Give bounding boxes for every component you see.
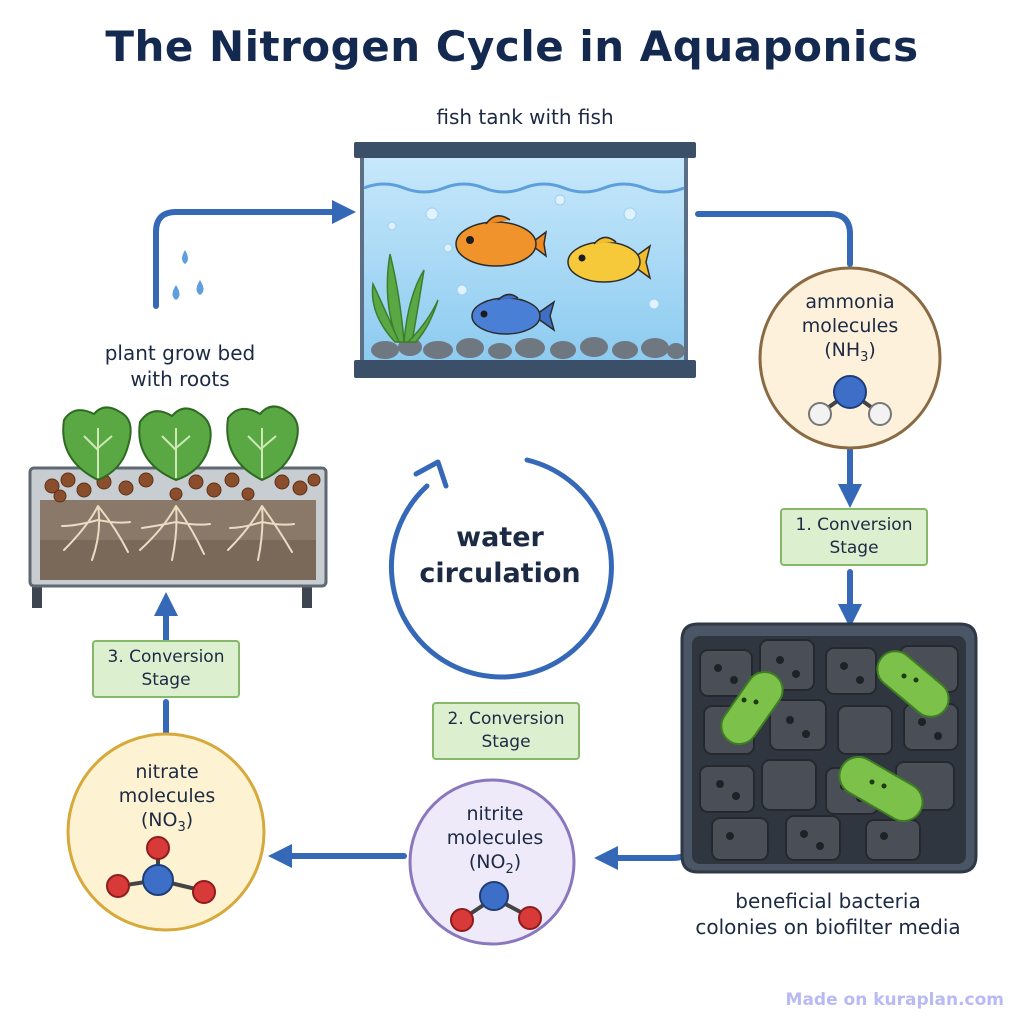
biofilter-line2: colonies on biofilter media <box>695 915 961 939</box>
hydrogen-atom-icon <box>868 402 892 426</box>
oxygen-atom-icon <box>106 874 130 898</box>
arrow-biofilter-to-nitrite <box>594 839 695 870</box>
arrow-growbed-to-tank <box>153 200 356 309</box>
biofilter-label: beneficial bacteria colonies on biofilte… <box>668 888 988 940</box>
stage2-line1: 2. Conversion <box>447 709 565 729</box>
ammonia-node <box>758 266 942 450</box>
nitrate-line1: nitrate <box>135 761 199 783</box>
ammonia-label: ammonia molecules (NH3) <box>770 290 930 370</box>
oxygen-atom-icon <box>450 908 474 932</box>
stage2-box: 2. Conversion Stage <box>432 702 580 760</box>
nitrite-line2: molecules <box>446 827 544 849</box>
stage1-line2: Stage <box>829 538 879 558</box>
plant-grow-bed-icon <box>28 405 328 608</box>
center-line1: water <box>456 522 544 553</box>
nitrate-label: nitrate molecules (NO3) <box>92 760 242 840</box>
center-line2: circulation <box>419 558 581 589</box>
nitrogen-atom-icon <box>479 881 509 911</box>
stage2-line2: Stage <box>481 732 531 752</box>
stage1-line1: 1. Conversion <box>795 515 913 535</box>
stage3-line1: 3. Conversion <box>107 647 225 667</box>
stage3-box: 3. Conversion Stage <box>92 640 240 698</box>
nitrite-formula: (NO2) <box>468 851 522 877</box>
nitrate-formula: (NO3) <box>140 809 194 835</box>
stage3-line2: Stage <box>141 670 191 690</box>
fish-tank-label: fish tank with fish <box>436 105 614 129</box>
arrow-tank-to-ammonia <box>695 211 853 267</box>
nitrate-line2: molecules <box>118 785 216 807</box>
water-circulation-icon <box>389 457 614 680</box>
oxygen-atom-icon <box>146 836 170 860</box>
grow-bed-line1: plant grow bed <box>104 341 256 365</box>
watermark: Made on kuraplan.com <box>785 990 1004 1010</box>
nitrite-label: nitrite molecules (NO2) <box>420 802 570 882</box>
bacteria-icon <box>720 650 950 822</box>
ammonia-line2: molecules <box>801 315 899 337</box>
blue-fish-icon <box>471 293 556 335</box>
nitrogen-atom-icon <box>142 864 174 896</box>
ammonia-line1: ammonia <box>805 291 895 313</box>
hydrogen-atom-icon <box>808 402 832 426</box>
biofilter-media-icon <box>680 622 978 874</box>
nitrite-line1: nitrite <box>466 803 524 825</box>
oxygen-atom-icon <box>518 906 542 930</box>
grow-bed-line2: with roots <box>130 367 230 391</box>
grow-bed-label: plant grow bed with roots <box>60 340 300 392</box>
yellow-fish-icon <box>567 236 652 283</box>
oxygen-atom-icon <box>192 880 216 904</box>
stage1-box: 1. Conversion Stage <box>780 508 928 566</box>
nitrogen-atom-icon <box>833 375 867 409</box>
biofilter-line1: beneficial bacteria <box>735 889 921 913</box>
ammonia-formula: (NH3) <box>824 339 876 365</box>
fish-tank-icon <box>354 142 696 378</box>
water-droplets-icon <box>172 250 204 300</box>
nitrite-node <box>408 778 576 946</box>
nitrate-node <box>66 732 266 932</box>
page-title: The Nitrogen Cycle in Aquaponics <box>105 22 919 71</box>
orange-fish-icon <box>455 215 548 267</box>
water-circulation-label: water circulation <box>400 520 600 592</box>
